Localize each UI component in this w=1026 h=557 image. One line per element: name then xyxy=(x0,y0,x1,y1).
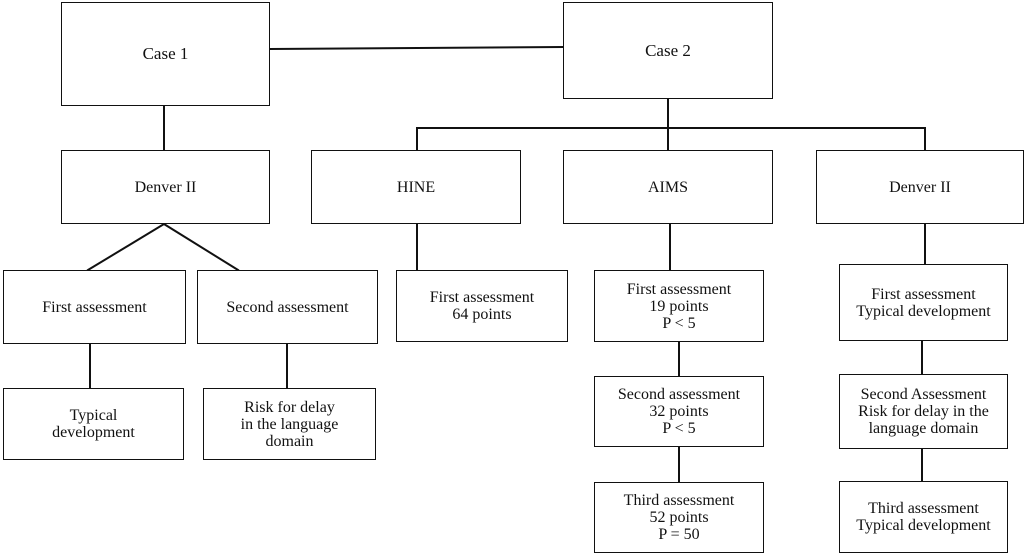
denver-first-assessment-box: First assessment Typical development xyxy=(839,264,1008,341)
denver-second-assessment-label: Second Assessment Risk for delay in the … xyxy=(858,386,989,437)
aims-first-assessment-box: First assessment 19 points P < 5 xyxy=(594,270,764,342)
hine-first-assessment-box: First assessment 64 points xyxy=(396,270,568,342)
case2-box: Case 2 xyxy=(563,2,773,99)
case1-denver-to-second-line xyxy=(162,222,240,272)
case2-label: Case 2 xyxy=(645,40,691,60)
aims-third-assessment-label: Third assessment 52 points P = 50 xyxy=(623,492,735,543)
hine-box: HINE xyxy=(311,150,521,224)
denver-first-assessment-label: First assessment Typical development xyxy=(856,285,991,320)
case2-denver-box: Denver II xyxy=(816,150,1024,224)
case1-second-result-label: Risk for delay in the language domain xyxy=(240,398,339,450)
case1-denver-label: Denver II xyxy=(134,178,197,196)
aims-label: AIMS xyxy=(647,178,688,196)
aims-second-assessment-label: Second assessment 32 points P < 5 xyxy=(617,386,741,437)
case1-first-assessment-box: First assessment xyxy=(3,270,186,344)
denver-second-assessment-box: Second Assessment Risk for delay in the … xyxy=(839,374,1008,449)
case1-first-result-box: Typical development xyxy=(3,388,184,460)
aims-third-assessment-box: Third assessment 52 points P = 50 xyxy=(594,482,764,553)
case1-second-result-box: Risk for delay in the language domain xyxy=(203,388,376,460)
aims-first-assessment-label: First assessment 19 points P < 5 xyxy=(626,280,732,332)
case1-first-result-label: Typical development xyxy=(52,407,135,441)
case1-second-assessment-box: Second assessment xyxy=(197,270,378,344)
denver-third-assessment-box: Third assessment Typical development xyxy=(839,481,1008,553)
case1-label: Case 1 xyxy=(142,44,189,63)
case2-denver-label: Denver II xyxy=(889,178,951,196)
aims-box: AIMS xyxy=(563,150,773,224)
case1-second-assessment-label: Second assessment xyxy=(226,298,349,316)
case1-denver-box: Denver II xyxy=(61,150,270,224)
hine-label: HINE xyxy=(396,178,436,196)
denver-third-assessment-label: Third assessment Typical development xyxy=(856,500,991,534)
case1-case2-link xyxy=(268,45,565,51)
hine-first-assessment-label: First assessment 64 points xyxy=(429,289,535,323)
case1-box: Case 1 xyxy=(61,2,270,106)
case1-first-assessment-label: First assessment xyxy=(42,298,147,316)
aims-second-assessment-box: Second assessment 32 points P < 5 xyxy=(594,376,764,447)
case1-denver-to-first-line xyxy=(86,222,166,272)
